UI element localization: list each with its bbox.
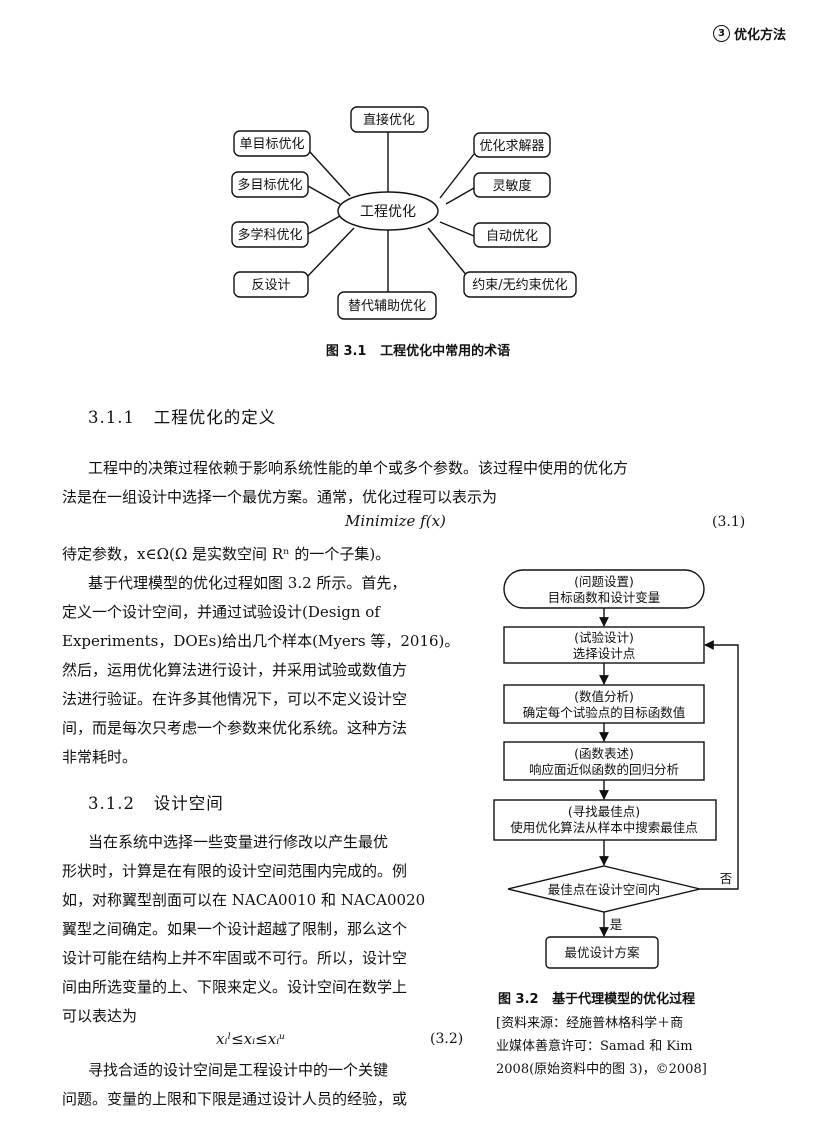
running-header-title: 优化方法 — [733, 28, 786, 43]
yes-label: 是 — [610, 917, 623, 932]
section-3-1-1-heading: 3.1.1 工程优化的定义 — [88, 408, 277, 427]
paragraph-line: 工程中的决策过程依赖于影响系统性能的单个或多个参数。该过程中使用的优化方 — [88, 459, 629, 477]
paragraph-line: 如，对称翼型剖面可以在 NACA0010 和 NACA0020 — [62, 891, 426, 909]
no-label: 否 — [720, 871, 733, 886]
design-space-paragraph: 当在系统中选择一些变量进行修改以产生最优 形状时，计算是在有限的设计空间范围内完… — [62, 828, 476, 1031]
equation-number: (3.1) — [712, 514, 746, 530]
paragraph-line: 设计可能在结构上并不牢固或不可行。所以，设计空 — [62, 949, 408, 967]
paragraph-line: 间由所选变量的上、下限来定义。设计空间在数学上 — [62, 978, 408, 996]
step-title: (问题设置) — [574, 574, 634, 589]
term-label: 替代辅助优化 — [348, 299, 426, 314]
step-description: 选择设计点 — [573, 646, 636, 661]
feedback-arrow — [700, 640, 739, 890]
paragraph-line: 可以表达为 — [62, 1007, 138, 1025]
term-box — [231, 221, 309, 248]
connector-line — [307, 185, 341, 205]
paragraph-line: 基于代理模型的优化过程如图 3.2 所示。首先， — [88, 574, 407, 592]
step-title: (试验设计) — [574, 630, 634, 645]
paragraph-line: 问题。变量的上限和下限是通过设计人员的经验，或 — [62, 1090, 408, 1108]
connector-line — [445, 187, 475, 205]
paragraph-line: Experiments，DOEs)给出几个样本(Myers 等，2016)。 — [62, 632, 460, 650]
figure-3-2-flowchart: (问题设置) 目标函数和设计变量 (试验设计) 选择设计点 (数值分析) 确定每… — [493, 569, 739, 969]
section-3-1-2-heading: 3.1.2 设计空间 — [88, 794, 224, 813]
term-box — [473, 172, 551, 198]
step-title: (数值分析) — [574, 689, 634, 704]
final-label: 最优设计方案 — [564, 945, 640, 960]
term-box — [463, 271, 577, 298]
paragraph-line: 然后，运用优化算法进行设计，并采用试验或数值方 — [62, 661, 408, 679]
paragraph-line: 非常耗时。 — [62, 748, 138, 766]
term-box — [233, 130, 311, 157]
paragraph-line: 形状时，计算是在有限的设计空间范围内完成的。例 — [62, 862, 408, 880]
paragraph-line: 法进行验证。在许多其他情况下，可以不定义设计空 — [62, 690, 408, 708]
figure-3-1-mind-map: 工程优化 直接优化 优化求解器 灵敏度 自动优化 约束/无约束优化 替代辅助优化… — [231, 106, 577, 320]
term-box — [473, 222, 551, 248]
term-box — [337, 291, 437, 320]
flow-step-box — [503, 684, 705, 724]
step-description: 目标函数和设计变量 — [548, 590, 661, 605]
figure-3-1-caption: 图 3.1 工程优化中常用的术语 — [325, 344, 511, 359]
center-ellipse — [337, 191, 439, 231]
equation-3-1: Minimize f(x) — [345, 512, 446, 530]
step-title: (寻找最佳点) — [568, 804, 640, 819]
flow-step-box — [493, 799, 717, 841]
center-term: 工程优化 — [360, 204, 416, 220]
connector-line — [439, 153, 475, 199]
flow-step-box — [503, 626, 705, 664]
step-description: 确定每个试验点的目标函数值 — [523, 705, 686, 720]
figure-3-2-source: [资料来源：经施普林格科学＋商 业媒体善意许可：Samad 和 Kim 2008… — [496, 1012, 736, 1081]
connector-line — [427, 227, 473, 283]
chapter-number-badge: 3 — [712, 25, 730, 42]
running-header: 3 优化方法 — [712, 24, 786, 43]
term-label: 多学科优化 — [237, 227, 302, 243]
connector-line — [307, 215, 341, 235]
paragraph-line: 间，而是每次只考虑一个参数来优化系统。这种方法 — [62, 719, 408, 737]
source-line: 2008(原始资料中的图 3)，©2008] — [496, 1062, 707, 1077]
closing-paragraph: 寻找合适的设计空间是工程设计中的一个关键 问题。变量的上限和下限是通过设计人员的… — [62, 1056, 476, 1114]
connector-line — [439, 221, 475, 237]
equation-3-2: xᵢˡ≤xᵢ≤xᵢᵘ — [216, 1030, 286, 1048]
figure-3-2-caption: 图 3.2 基于代理模型的优化过程 — [498, 992, 696, 1007]
term-label: 直接优化 — [363, 112, 415, 128]
term-box — [231, 171, 309, 198]
term-label: 单目标优化 — [239, 137, 304, 152]
equation-number: (3.2) — [430, 1031, 464, 1047]
step-description: 响应面近似函数的回归分析 — [529, 762, 679, 777]
source-line: [资料来源：经施普林格科学＋商 — [496, 1016, 684, 1031]
term-label: 自动优化 — [486, 229, 538, 244]
decision-label: 最佳点在设计空间内 — [548, 882, 661, 897]
source-line: 业媒体善意许可：Samad 和 Kim — [496, 1039, 693, 1054]
paragraph-line: 定义一个设计空间，并通过试验设计(Design of — [62, 603, 380, 621]
term-label: 反设计 — [251, 278, 290, 293]
paragraph-3-2-text: 基于代理模型的优化过程如图 3.2 所示。首先， 定义一个设计空间，并通过试验设… — [62, 569, 476, 772]
step-title: (函数表述) — [574, 746, 634, 761]
paragraph-line: 寻找合适的设计空间是工程设计中的一个关键 — [88, 1061, 389, 1079]
term-label: 约束/无约束优化 — [472, 278, 567, 293]
connector-line — [305, 227, 355, 279]
paragraph-line: 翼型之间确定。如果一个设计超越了限制，那么这个 — [62, 920, 408, 938]
term-label: 优化求解器 — [479, 139, 544, 154]
term-label: 灵敏度 — [492, 178, 531, 194]
step-description: 使用优化算法从样本中搜索最佳点 — [510, 820, 698, 835]
term-label: 多目标优化 — [237, 177, 302, 193]
final-box — [545, 936, 659, 969]
term-box — [233, 271, 309, 298]
paragraph-line: 当在系统中选择一些变量进行修改以产生最优 — [88, 833, 389, 851]
term-box — [350, 106, 429, 133]
term-box — [473, 132, 551, 158]
connector-line — [309, 151, 351, 197]
paragraph-line: 法是在一组设计中选择一个最优方案。通常，优化过程可以表示为 — [62, 488, 498, 506]
paragraph-line: 待定参数，x∈Ω(Ω 是实数空间 Rⁿ 的一个子集)。 — [62, 545, 391, 563]
